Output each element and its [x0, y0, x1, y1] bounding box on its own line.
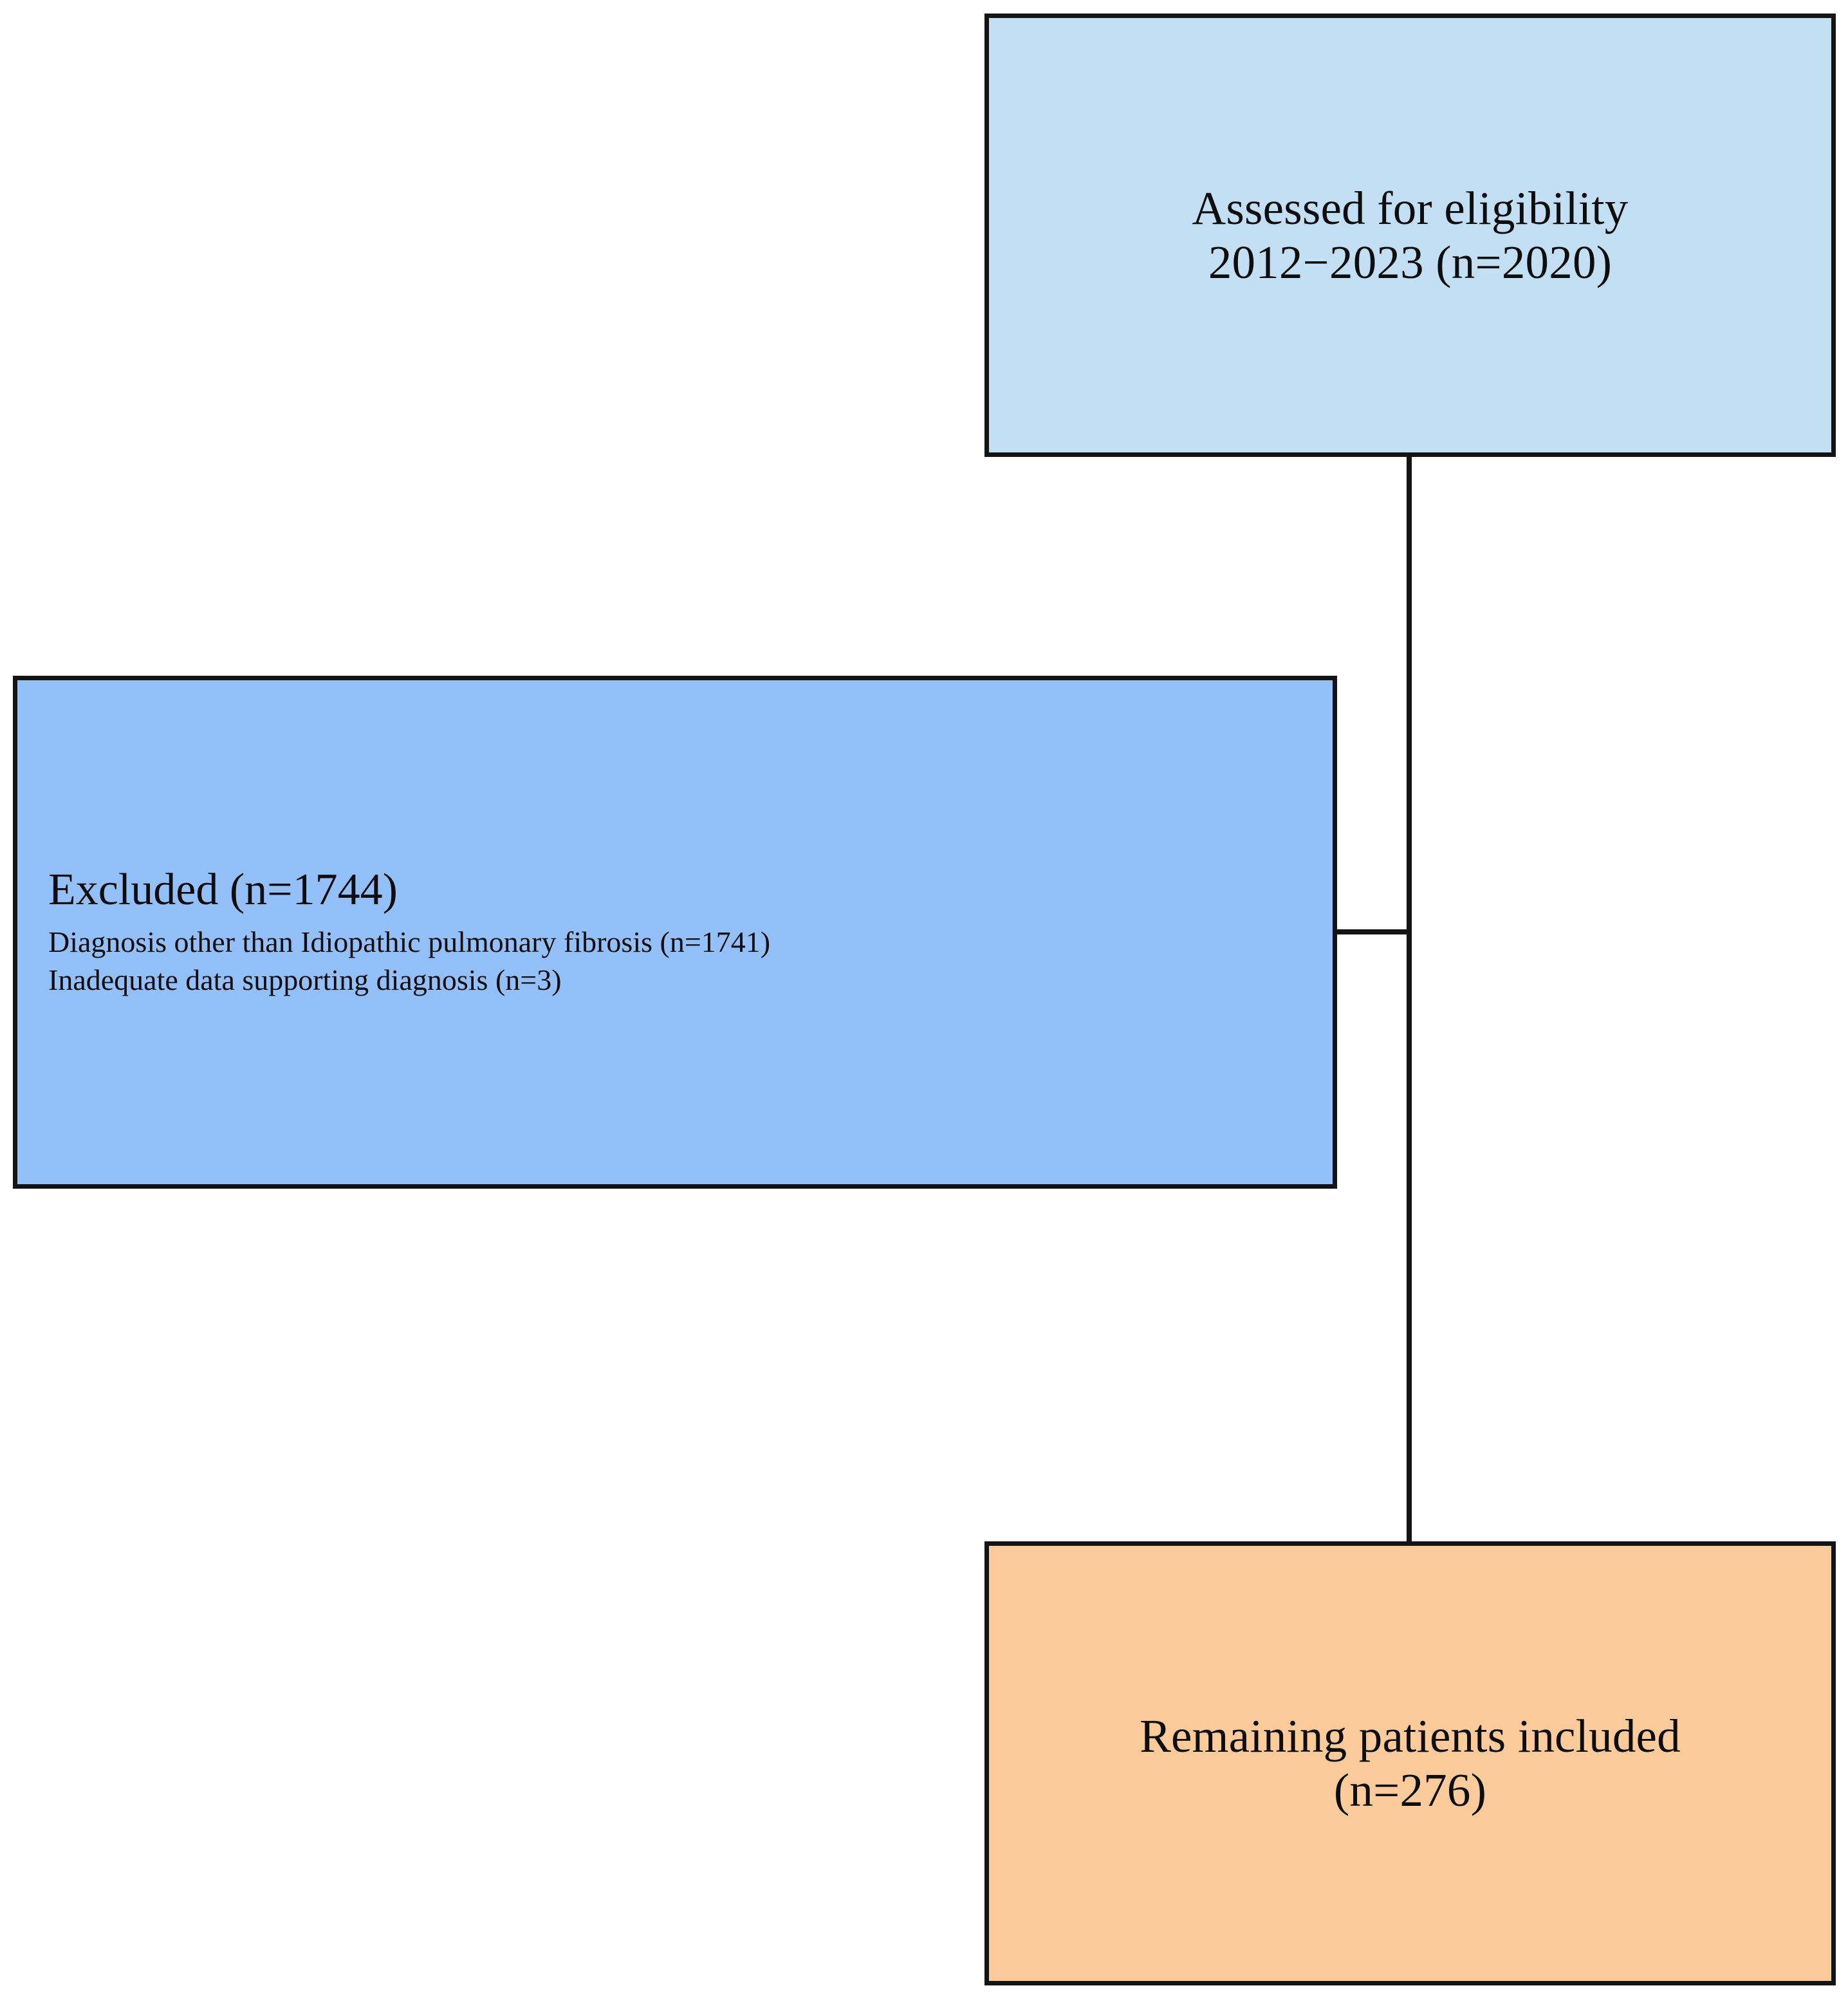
excluded-reason-1: Diagnosis other than Idiopathic pulmonar… — [48, 925, 771, 959]
node-assessed-for-eligibility: Assessed for eligibility 2012−2023 (n=20… — [984, 14, 1836, 457]
excluded-reason-2: Inadequate data supporting diagnosis (n=… — [48, 963, 562, 996]
node-remaining-patients-included: Remaining patients included (n=276) — [984, 1541, 1836, 1985]
included-line-2: (n=276) — [1333, 1764, 1487, 1816]
included-line-1: Remaining patients included — [1140, 1710, 1681, 1763]
eligibility-line-1: Assessed for eligibility — [1192, 181, 1629, 234]
excluded-heading: Excluded (n=1744) — [48, 865, 398, 915]
eligibility-line-2: 2012−2023 (n=2020) — [1208, 236, 1612, 288]
horizontal-connector-line — [1333, 929, 1409, 934]
vertical-connector-line — [1407, 457, 1412, 1543]
node-excluded: Excluded (n=1744) Diagnosis other than I… — [13, 676, 1337, 1189]
